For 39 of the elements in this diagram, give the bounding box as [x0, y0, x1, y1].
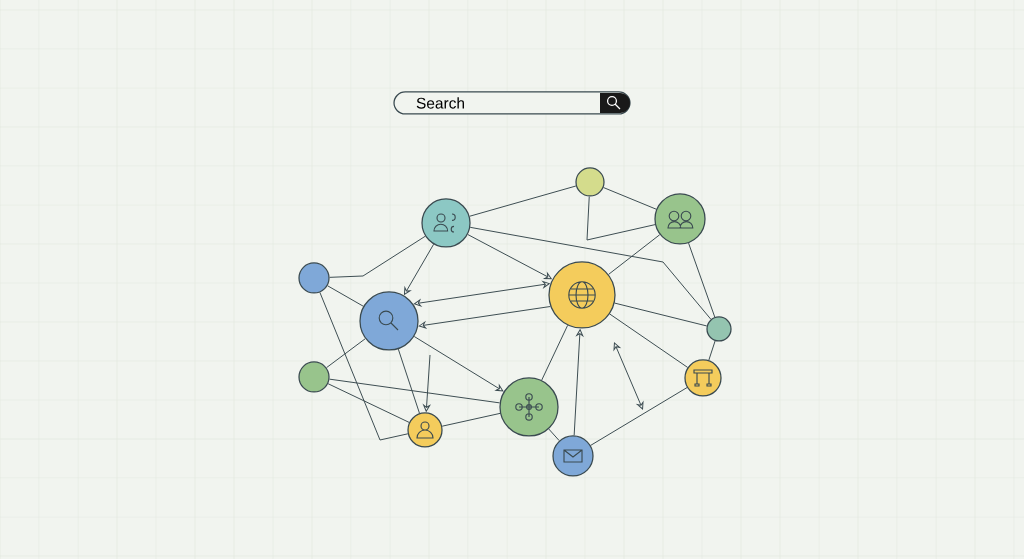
connector: [603, 187, 657, 210]
network-circle: [706, 316, 732, 342]
connector: [413, 281, 550, 307]
network-circle: [359, 291, 419, 351]
connector: [329, 378, 501, 404]
connector: [319, 291, 409, 441]
network-circle: [499, 377, 559, 437]
connector: [614, 302, 708, 327]
connector: [541, 324, 569, 381]
connector: [326, 338, 366, 369]
connector: [590, 387, 688, 446]
connector: [467, 234, 552, 280]
connector: [413, 336, 504, 392]
network-circle: [575, 167, 605, 197]
connector: [327, 285, 364, 307]
network-circle: [548, 261, 616, 329]
network-circle: [421, 198, 471, 248]
connector: [469, 185, 577, 217]
network-circle: [407, 412, 443, 448]
network-circle: [298, 262, 330, 294]
connector: [441, 412, 501, 427]
connector: [609, 313, 689, 368]
connector: [688, 242, 716, 318]
connector: [423, 354, 431, 412]
connector: [708, 340, 716, 361]
connector: [608, 234, 661, 275]
connector: [469, 226, 712, 320]
connector: [403, 243, 435, 295]
network-circle: [654, 193, 706, 245]
connector: [327, 383, 410, 423]
network-circle: [298, 361, 330, 393]
connector: [397, 348, 420, 414]
connector: [418, 306, 551, 329]
network-circle: [684, 359, 722, 397]
connector: [548, 428, 560, 442]
connector: [586, 196, 656, 241]
network-circle: [552, 435, 594, 477]
connector: [573, 329, 584, 436]
connector: [329, 235, 426, 278]
